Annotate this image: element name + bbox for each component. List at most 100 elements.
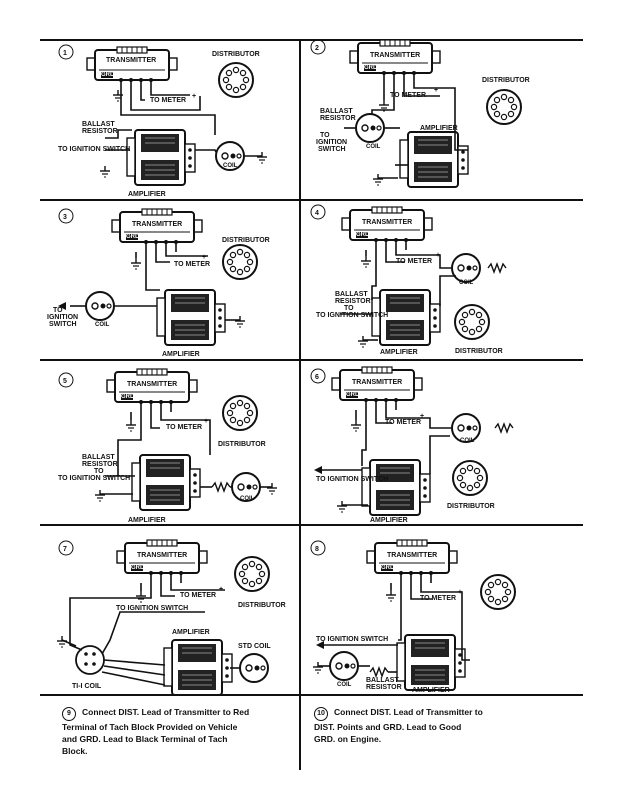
- svg-text:COIL: COIL: [460, 438, 475, 444]
- svg-text:SWITCH: SWITCH: [318, 146, 346, 153]
- to-meter-label: TO METER: [174, 261, 210, 268]
- distributor-label: DISTRIBUTOR: [238, 602, 286, 609]
- note-line: and GRD. Lead to Black Terminal of Tach: [62, 734, 228, 744]
- distributor-label: DISTRIBUTOR: [222, 237, 270, 244]
- transmitter-label: TRANSMITTER: [352, 379, 402, 386]
- amplifier-label: AMPLIFIER: [370, 517, 408, 524]
- note-number: 10: [314, 707, 328, 721]
- svg-text:COIL: COIL: [223, 163, 238, 169]
- svg-text:TO: TO: [94, 468, 104, 475]
- svg-text:TO IGNITION SWITCH: TO IGNITION SWITCH: [316, 636, 388, 643]
- to-meter-label: TO METER: [180, 592, 216, 599]
- svg-text:GRD: GRD: [346, 392, 360, 398]
- svg-text:GRD: GRD: [364, 65, 378, 71]
- svg-text:IGNITION: IGNITION: [47, 314, 78, 321]
- panel-number: 7: [63, 546, 67, 553]
- panel-number: 3: [63, 214, 67, 221]
- svg-text:GRD: GRD: [121, 394, 135, 400]
- svg-text:RESISTOR: RESISTOR: [320, 115, 356, 122]
- svg-text:RESISTOR: RESISTOR: [366, 684, 402, 691]
- svg-text:BALLAST: BALLAST: [335, 291, 368, 298]
- svg-text:TO IGNITION SWITCH: TO IGNITION SWITCH: [316, 476, 388, 483]
- note-line: Connect DIST. Lead of Transmitter to: [334, 707, 483, 717]
- panel-number: 8: [315, 546, 319, 553]
- svg-text:TO IGNITION SWITCH: TO IGNITION SWITCH: [116, 605, 188, 612]
- distributor-label: DISTRIBUTOR: [212, 51, 260, 58]
- svg-text:GRD: GRD: [356, 232, 370, 238]
- panel-number: 2: [315, 45, 319, 52]
- svg-text:+: +: [192, 93, 196, 100]
- svg-text:TO: TO: [320, 132, 330, 139]
- note-line: GRD. on Engine.: [314, 734, 382, 744]
- svg-text:SWITCH: SWITCH: [49, 321, 77, 328]
- frame: [40, 39, 583, 770]
- panel-8: 8 TRANSMITTER GRD TO METER + TO IGNITION…: [310, 539, 516, 694]
- svg-text:BALLAST: BALLAST: [320, 108, 353, 115]
- svg-text:+: +: [204, 418, 208, 425]
- svg-text:COIL: COIL: [459, 280, 474, 286]
- amplifier-label: AMPLIFIER: [128, 191, 166, 198]
- distributor-label: DISTRIBUTOR: [482, 77, 530, 84]
- transmitter-label: TRANSMITTER: [127, 381, 177, 388]
- svg-text:GRD: GRD: [101, 72, 115, 78]
- to-meter-label: TO METER: [385, 419, 421, 426]
- svg-text:COIL: COIL: [337, 682, 352, 688]
- svg-text:+: +: [420, 413, 424, 420]
- svg-text:TO: TO: [53, 307, 63, 314]
- svg-text:GRD: GRD: [131, 565, 145, 571]
- distributor-label: DISTRIBUTOR: [447, 503, 495, 510]
- svg-text:TO: TO: [344, 305, 354, 312]
- panel-6: 6 TRANSMITTER GRD TO METER + COIL DISTRI…: [310, 366, 514, 524]
- transmitter-label: TRANSMITTER: [362, 219, 412, 226]
- svg-text:TO IGNITION SWITCH: TO IGNITION SWITCH: [58, 475, 130, 482]
- svg-text:BALLAST: BALLAST: [82, 454, 115, 461]
- to-meter-label: TO METER: [166, 424, 202, 431]
- svg-text:GRD: GRD: [126, 234, 140, 240]
- amplifier-label: AMPLIFIER: [128, 517, 166, 524]
- note-line: Terminal of Tach Block Provided on Vehic…: [62, 722, 238, 732]
- note-line: Block.: [62, 746, 88, 756]
- svg-text:TO IGNITION SWITCH: TO IGNITION SWITCH: [316, 312, 388, 319]
- svg-text:COIL: COIL: [240, 496, 255, 502]
- svg-text:GRD: GRD: [381, 565, 395, 571]
- svg-text:+: +: [434, 87, 438, 94]
- svg-text:RESISTOR: RESISTOR: [82, 461, 118, 468]
- transmitter-label: TRANSMITTER: [132, 221, 182, 228]
- svg-text:BALLAST: BALLAST: [366, 677, 399, 684]
- svg-text:TI-I COIL: TI-I COIL: [72, 683, 102, 690]
- amplifier-label: AMPLIFIER: [172, 629, 210, 636]
- transmitter-label: TRANSMITTER: [137, 552, 187, 559]
- amplifier-label: AMPLIFIER: [412, 687, 450, 694]
- to-meter-label: TO METER: [396, 258, 432, 265]
- panel-number: 5: [63, 378, 67, 385]
- amplifier-label: AMPLIFIER: [420, 125, 458, 132]
- panel-1: 1 TRANSMITTER GRD TO METER + DISTRIBUTOR…: [58, 44, 268, 198]
- panel-number: 4: [315, 210, 319, 217]
- svg-text:BALLAST: BALLAST: [82, 121, 115, 128]
- transmitter-label: TRANSMITTER: [106, 57, 156, 64]
- panel-number: 1: [63, 50, 67, 57]
- panel-7: 7 TRANSMITTER GRD TO METER + DISTRIBUTOR…: [56, 539, 286, 696]
- note-line: Connect DIST. Lead of Transmitter to Red: [82, 707, 250, 717]
- transmitter-label: TRANSMITTER: [387, 552, 437, 559]
- svg-text:IGNITION: IGNITION: [316, 139, 347, 146]
- svg-text:RESISTOR: RESISTOR: [82, 128, 118, 135]
- svg-text:COIL: COIL: [366, 144, 381, 150]
- svg-text:TO IGNITION SWITCH: TO IGNITION SWITCH: [58, 146, 130, 153]
- svg-text:COIL: COIL: [95, 322, 110, 328]
- svg-text:+: +: [202, 254, 206, 261]
- note-line: DIST. Points and GRD. Lead to Good: [314, 722, 462, 732]
- panel-5: 5 TRANSMITTER GRD TO METER + DISTRIBUTOR…: [58, 368, 278, 524]
- to-meter-label: TO METER: [150, 97, 186, 104]
- to-meter-label: TO METER: [420, 595, 456, 602]
- distributor-label: DISTRIBUTOR: [455, 348, 503, 355]
- amplifier-label: AMPLIFIER: [162, 351, 200, 358]
- panel-2: 2 TRANSMITTER GRD TO METER + DISTRIBUTOR…: [310, 39, 530, 188]
- note-10: 10 Connect DIST. Lead of Transmitter to D…: [314, 706, 554, 745]
- svg-text:RESISTOR: RESISTOR: [335, 298, 371, 305]
- amplifier-label: AMPLIFIER: [380, 349, 418, 356]
- panel-3: 3 TRANSMITTER GRD TO METER + DISTRIBUTOR…: [47, 208, 270, 358]
- panel-number: 6: [315, 374, 319, 381]
